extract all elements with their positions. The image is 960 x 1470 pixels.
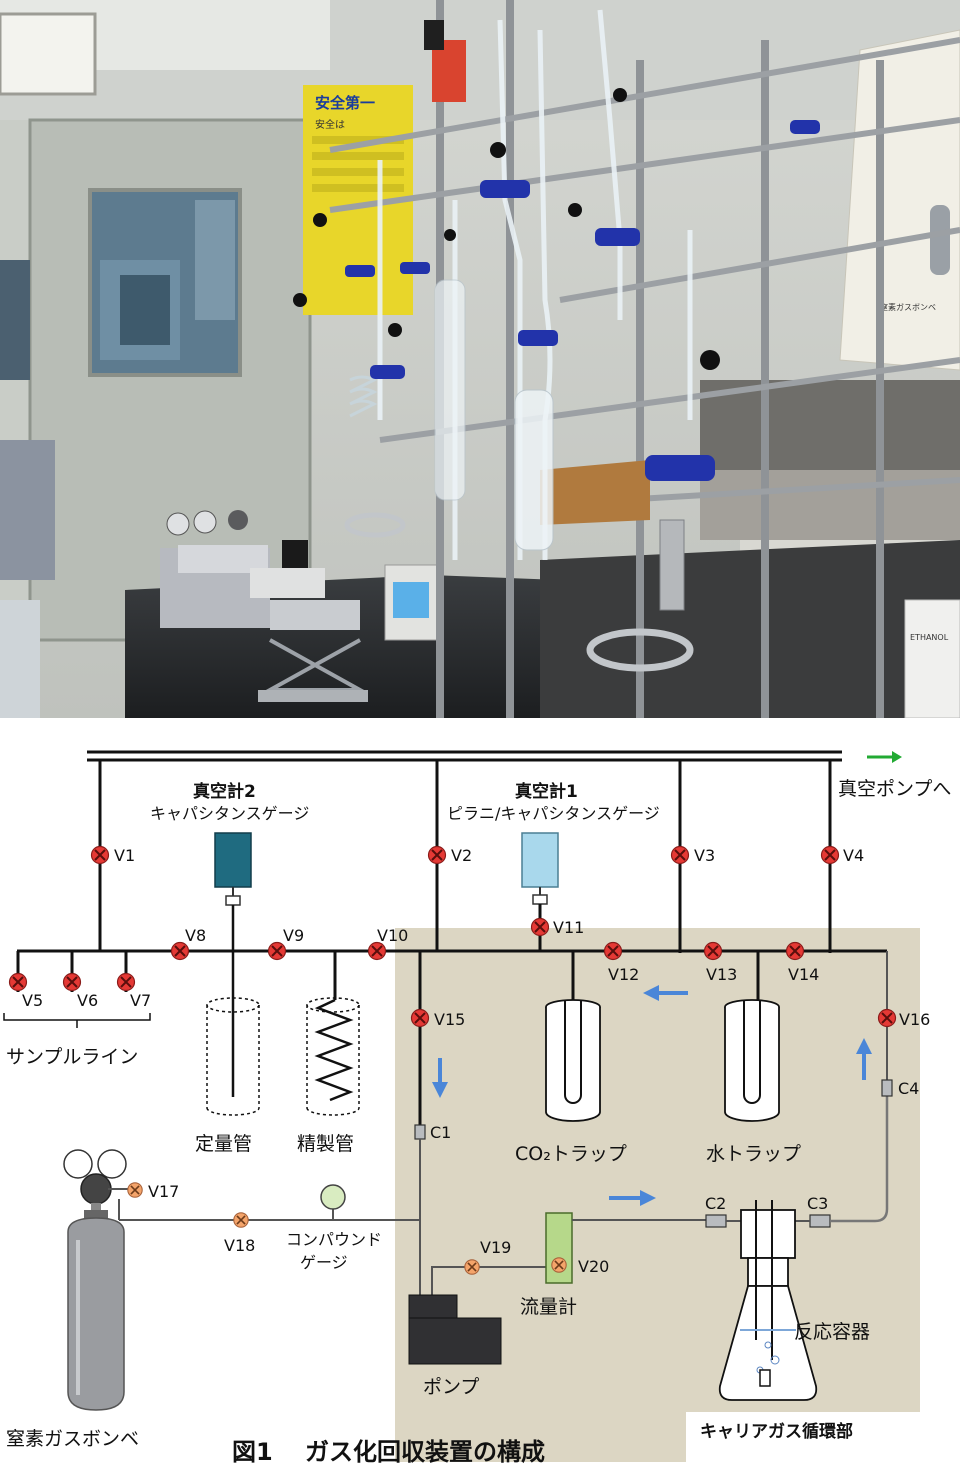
valve-v20 xyxy=(550,1256,568,1274)
apparatus-photo: 安全第一 安全は 窒素ガスボンベ ETHANOL xyxy=(0,0,960,718)
gasification-diagram: 真空ポンプへ 真空計2 キャパシタンスゲージ 定量管 精製管 xyxy=(3,750,951,1466)
svg-text:V15: V15 xyxy=(434,1010,465,1029)
pump-direction-arrow xyxy=(867,751,902,763)
valve-v15 xyxy=(410,1008,430,1028)
valve-v10 xyxy=(367,941,387,961)
pump-label: ポンプ xyxy=(423,1376,479,1398)
svg-text:V10: V10 xyxy=(377,926,408,945)
svg-text:V18: V18 xyxy=(224,1236,255,1255)
connector-c4 xyxy=(881,1079,893,1097)
nitrogen-cylinder xyxy=(63,1149,127,1411)
carrier-section-label: キャリアガス循環部 xyxy=(700,1421,853,1442)
svg-text:安全第一: 安全第一 xyxy=(315,94,375,112)
gauge2-type: キャパシタンスゲージ xyxy=(150,804,309,823)
svg-text:ETHANOL: ETHANOL xyxy=(910,633,949,642)
svg-text:V1: V1 xyxy=(114,846,135,865)
svg-text:V16: V16 xyxy=(899,1010,930,1029)
svg-text:安全は: 安全は xyxy=(315,118,345,131)
valve-v8 xyxy=(170,941,190,961)
info-sheet: 窒素ガスボンベ xyxy=(839,29,960,371)
svg-text:V12: V12 xyxy=(608,965,639,984)
compound-gauge-label-2: ゲージ xyxy=(300,1253,348,1272)
flow-arrows xyxy=(432,985,872,1206)
compound-gauge-label-1: コンパウンド xyxy=(286,1230,382,1249)
co2-trap-label: CO₂トラップ xyxy=(515,1143,627,1165)
svg-text:V9: V9 xyxy=(283,926,304,945)
vacuum-gauge-1 xyxy=(521,832,559,951)
valve-v3 xyxy=(670,845,690,865)
pump xyxy=(408,1266,548,1365)
gauge1-title: 真空計1 xyxy=(515,781,578,802)
svg-text:V6: V6 xyxy=(77,991,98,1010)
svg-text:V5: V5 xyxy=(22,991,43,1010)
connector-labels: C1 C2 C3 C4 xyxy=(430,1079,919,1213)
figure-caption: 図1 ガス化回収装置の構成 xyxy=(232,1438,545,1466)
gauge2-title: 真空計2 xyxy=(193,781,256,802)
valve-v7 xyxy=(116,972,136,992)
fixed-volume-tube xyxy=(206,997,260,1116)
svg-text:窒素ガスボンベ: 窒素ガスボンベ xyxy=(880,302,936,312)
vacuum-gauge-2 xyxy=(214,832,252,1097)
svg-text:V13: V13 xyxy=(706,965,737,984)
n2-cylinder-label: 窒素ガスボンベ xyxy=(6,1428,139,1450)
valve-v2 xyxy=(427,845,447,865)
valve-labels: V1 V2 V3 V4 V5 V6 V7 V8 V9 V10 V11 V12 V… xyxy=(22,846,930,1276)
svg-text:V14: V14 xyxy=(788,965,819,984)
valve-v17 xyxy=(126,1181,144,1199)
svg-text:C1: C1 xyxy=(430,1123,451,1142)
valve-v11 xyxy=(530,917,550,937)
gauge1-type: ピラニ/キャパシタンスゲージ xyxy=(447,804,660,823)
svg-text:V3: V3 xyxy=(694,846,715,865)
valve-v1 xyxy=(90,845,110,865)
svg-text:V19: V19 xyxy=(480,1238,511,1257)
svg-text:C4: C4 xyxy=(898,1079,919,1098)
svg-text:V8: V8 xyxy=(185,926,206,945)
vacuum-pump-label: 真空ポンプへ xyxy=(838,778,951,800)
valve-v5 xyxy=(8,972,28,992)
svg-text:V4: V4 xyxy=(843,846,864,865)
svg-text:V11: V11 xyxy=(553,918,584,937)
svg-text:V20: V20 xyxy=(578,1257,609,1276)
valve-v6 xyxy=(62,972,82,992)
reactor-label: 反応容器 xyxy=(794,1321,870,1343)
valve-v12 xyxy=(603,941,623,961)
fixed-tube-label: 定量管 xyxy=(195,1133,252,1155)
water-trap-label: 水トラップ xyxy=(706,1143,801,1165)
valve-v9 xyxy=(267,941,287,961)
svg-text:V2: V2 xyxy=(451,846,472,865)
valve-v19 xyxy=(463,1258,481,1276)
valve-v18 xyxy=(232,1211,250,1229)
water-trap xyxy=(724,999,780,1122)
valve-v13 xyxy=(703,941,723,961)
valve-v14 xyxy=(785,941,805,961)
compound-gauge xyxy=(320,1184,346,1220)
reactor xyxy=(705,1096,889,1401)
svg-text:V7: V7 xyxy=(130,991,151,1010)
svg-text:C3: C3 xyxy=(807,1194,828,1213)
co2-trap xyxy=(545,999,601,1122)
purification-tube xyxy=(306,997,360,1116)
sample-line-label: サンプルライン xyxy=(6,1046,138,1068)
svg-text:V17: V17 xyxy=(148,1182,179,1201)
ethanol-bottle: ETHANOL xyxy=(904,599,960,718)
svg-text:C2: C2 xyxy=(705,1194,726,1213)
valve-v16 xyxy=(877,1008,897,1028)
flow-meter-label: 流量計 xyxy=(520,1296,577,1318)
valve-v4 xyxy=(820,845,840,865)
purify-tube-label: 精製管 xyxy=(297,1133,354,1155)
connector-c1 xyxy=(414,1124,426,1140)
